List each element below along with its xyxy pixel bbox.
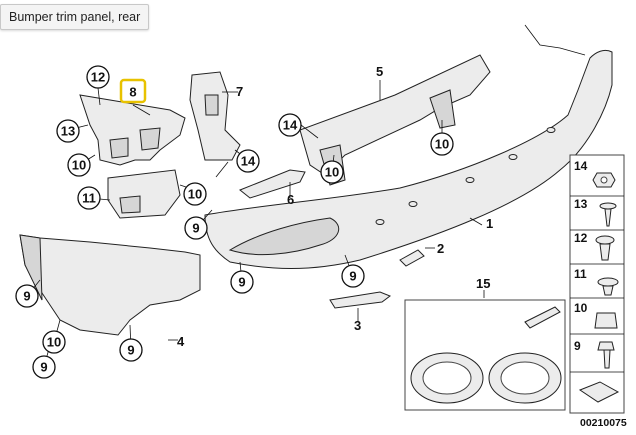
- fastener-bolt-icon: [597, 341, 615, 369]
- callout-9-d[interactable]: 9: [15, 284, 39, 308]
- label-4[interactable]: 4: [177, 334, 185, 349]
- callout-9-f[interactable]: 9: [32, 355, 56, 379]
- reflector-part-6[interactable]: [239, 169, 306, 199]
- legend-label-14[interactable]: 14: [574, 159, 588, 173]
- svg-text:12: 12: [91, 70, 105, 85]
- callout-14-lower[interactable]: 14: [236, 149, 260, 173]
- callout-10-d[interactable]: 10: [183, 182, 207, 206]
- svg-text:10: 10: [325, 165, 339, 180]
- legend-label-11[interactable]: 11: [574, 267, 587, 281]
- label-15[interactable]: 15: [476, 276, 490, 291]
- part-title-tooltip: Bumper trim panel, rear: [0, 4, 150, 30]
- callout-14-top[interactable]: 14: [278, 113, 302, 137]
- cover-part-2[interactable]: [399, 249, 425, 267]
- label-1[interactable]: 1: [486, 216, 493, 231]
- sheet-arrow-icon: [578, 381, 620, 403]
- callout-9-c[interactable]: 9: [341, 264, 365, 288]
- svg-text:10: 10: [72, 158, 86, 173]
- label-7[interactable]: 7: [236, 84, 243, 99]
- bracket-part-11[interactable]: [107, 169, 181, 219]
- callout-8[interactable]: 8: [129, 85, 136, 100]
- bracket-part-8[interactable]: [79, 94, 186, 166]
- callout-10-e[interactable]: 10: [42, 330, 66, 354]
- label-3[interactable]: 3: [354, 318, 361, 333]
- side-trim-panel-part[interactable]: [19, 234, 201, 336]
- callout-10-a[interactable]: 10: [67, 153, 91, 177]
- svg-text:9: 9: [349, 269, 356, 284]
- rear-bumper-part[interactable]: [204, 49, 613, 269]
- callout-10-b[interactable]: 10: [320, 160, 344, 184]
- fastener-clip-icon: [595, 235, 615, 261]
- callout-9-b[interactable]: 9: [230, 270, 254, 294]
- reflector-part-3[interactable]: [329, 291, 392, 309]
- callout-11[interactable]: 11: [77, 186, 101, 210]
- callout-10-c[interactable]: 10: [430, 132, 454, 156]
- callout-12[interactable]: 12: [86, 65, 110, 89]
- legend-label-12[interactable]: 12: [574, 231, 588, 245]
- legend-label-13[interactable]: 13: [574, 197, 588, 211]
- selected-part-highlight: [119, 78, 147, 104]
- svg-text:11: 11: [82, 191, 96, 206]
- svg-text:10: 10: [188, 187, 202, 202]
- callout-13[interactable]: 13: [56, 119, 80, 143]
- label-5[interactable]: 5: [376, 64, 383, 79]
- callout-9-a[interactable]: 9: [184, 216, 208, 240]
- svg-text:14: 14: [241, 154, 256, 169]
- label-6[interactable]: 6: [287, 192, 294, 207]
- svg-text:9: 9: [40, 360, 47, 375]
- fastener-clip-nut-icon: [594, 312, 618, 329]
- svg-text:9: 9: [23, 289, 30, 304]
- svg-text:9: 9: [238, 275, 245, 290]
- svg-text:10: 10: [435, 137, 449, 152]
- label-2[interactable]: 2: [437, 241, 444, 256]
- fastener-expansion-rivet-icon: [597, 277, 619, 296]
- svg-text:13: 13: [61, 124, 75, 139]
- bracket-part-7[interactable]: [189, 71, 241, 161]
- fastener-screw-icon: [599, 202, 617, 227]
- callout-9-e[interactable]: 9: [119, 338, 143, 362]
- fastener-nut-icon: [592, 172, 616, 188]
- diagram-number: 00210075: [580, 417, 627, 429]
- svg-text:10: 10: [47, 335, 61, 350]
- svg-text:9: 9: [127, 343, 134, 358]
- legend-label-10[interactable]: 10: [574, 301, 588, 315]
- svg-text:9: 9: [192, 221, 199, 236]
- legend-label-9[interactable]: 9: [574, 339, 581, 353]
- svg-text:14: 14: [283, 118, 298, 133]
